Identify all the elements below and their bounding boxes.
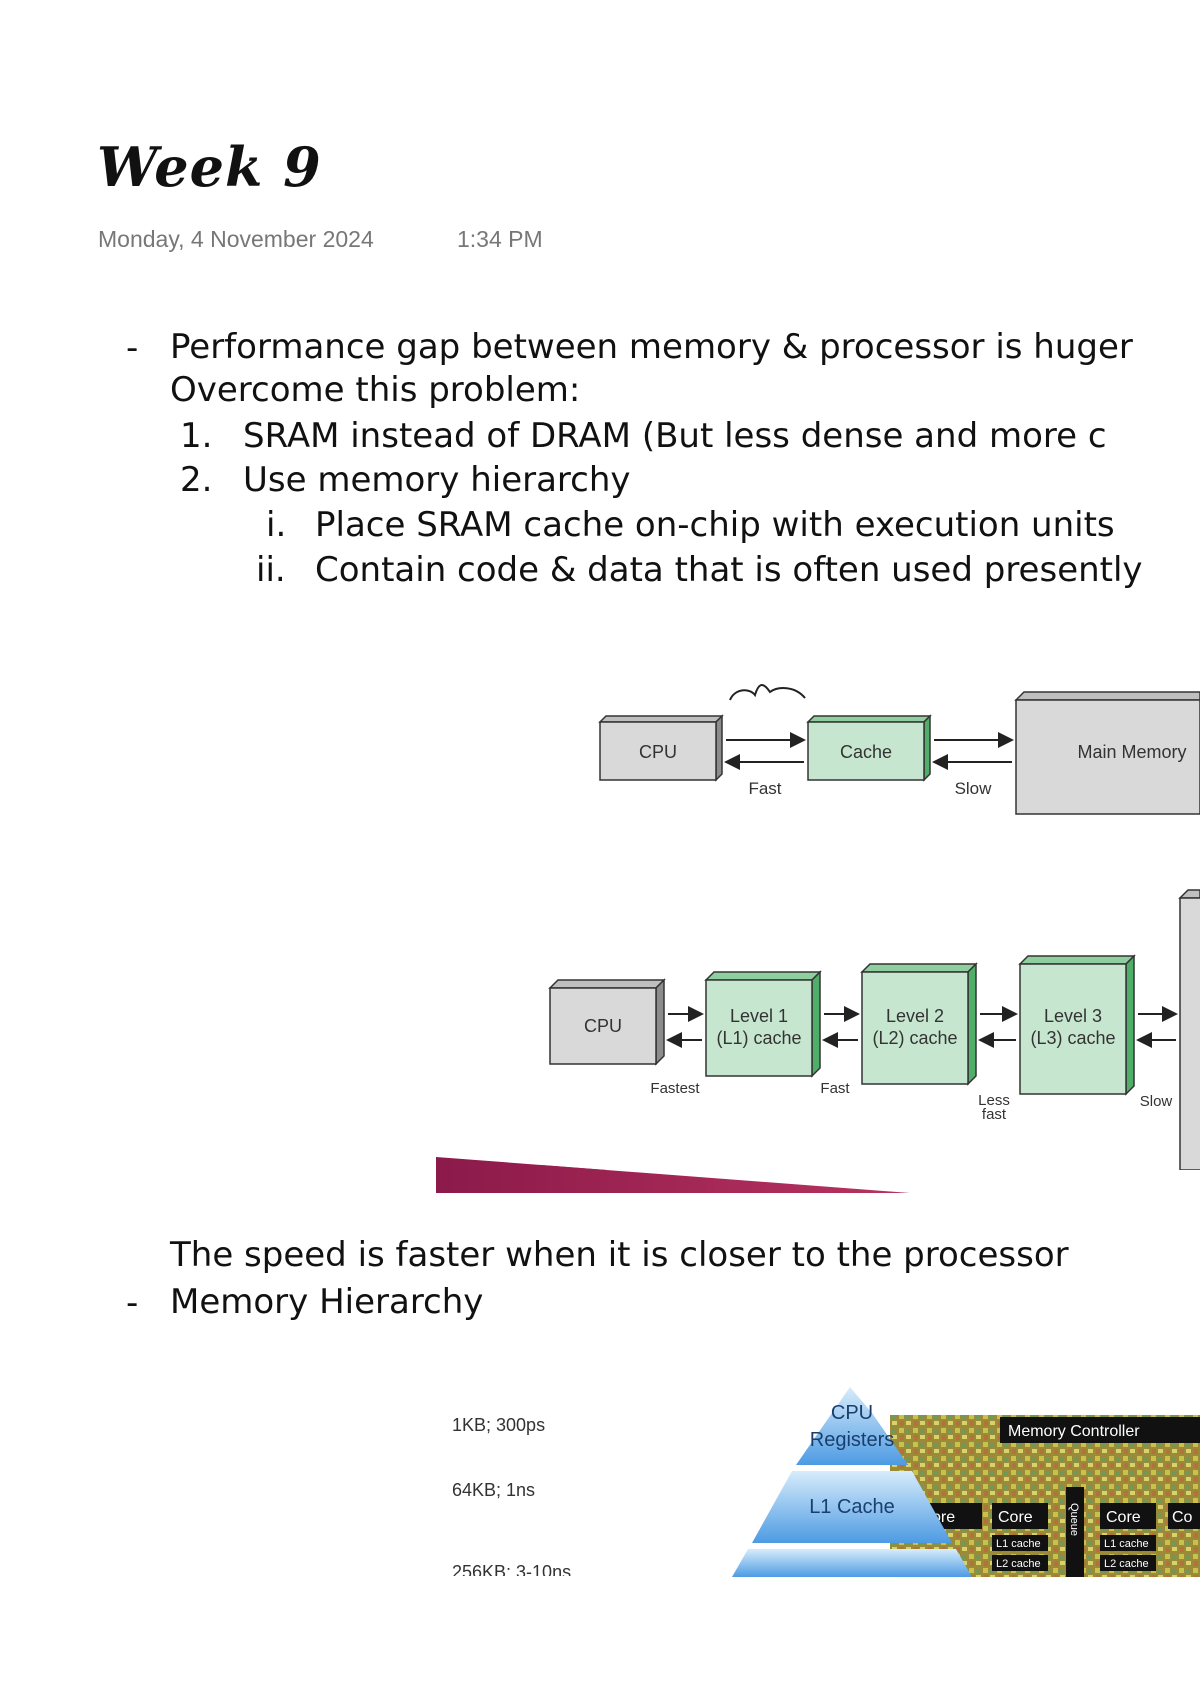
l2-label-line1: Level 2: [886, 1006, 944, 1026]
page-time: 1:34 PM: [457, 226, 543, 252]
pyramid-label-cpu: CPU: [831, 1402, 873, 1424]
l3-label-line2: (L3) cache: [1030, 1028, 1115, 1048]
memory-hierarchy-figure: Memory Controller ore Core Core Co Queue…: [732, 1387, 1200, 1577]
fastest-label: Fastest: [650, 1080, 700, 1097]
l3-label-line1: Level 3: [1044, 1006, 1102, 1026]
l1-cache-die-label: L1 cache: [996, 1538, 1041, 1550]
memory-controller-label: Memory Controller: [1008, 1423, 1140, 1440]
main-memory-box-2: [1178, 889, 1200, 1170]
note-line-overcome: Overcome this problem:: [170, 370, 581, 410]
queue-label: Queue: [1068, 1503, 1080, 1536]
main-memory-box: Main Memory: [1014, 691, 1200, 815]
memory-controller-block: [1000, 1417, 1200, 1443]
note-line-performance: Performance gap between memory & process…: [170, 327, 1133, 367]
pyramid-tier-registers: [796, 1387, 908, 1465]
bullet-marker-2: -: [126, 1283, 139, 1323]
list-item-sram: SRAM instead of DRAM (But less dense and…: [243, 416, 1107, 456]
less-label: Less: [978, 1092, 1010, 1109]
l2-cache-box: Level 2 (L2) cache: [860, 962, 978, 1086]
list-item-hierarchy: Use memory hierarchy: [243, 460, 631, 500]
fast-label: Fast: [748, 779, 781, 798]
cache-box: Cache: [806, 714, 932, 782]
queue-block: [1066, 1487, 1084, 1577]
sublist-item-contain-code: Contain code & data that is often used p…: [315, 550, 1143, 590]
cpu-box-2: CPU: [548, 978, 666, 1066]
core-label-d: Co: [1172, 1509, 1193, 1526]
l1-cache-box: Level 1 (L1) cache: [704, 970, 822, 1078]
cpu-label-2: CPU: [584, 1016, 622, 1036]
page-title: Week 9: [97, 135, 322, 199]
slow-label: Slow: [955, 779, 993, 798]
l1-label-line1: Level 1: [730, 1006, 788, 1026]
l3-cache-box: Level 3 (L3) cache: [1018, 954, 1136, 1096]
main-memory-label: Main Memory: [1077, 742, 1186, 762]
list-number-1: 1.: [180, 416, 213, 456]
hierarchy-row-l1: 64KB; 1ns: [452, 1480, 536, 1500]
core-label-b: Core: [998, 1509, 1033, 1526]
slow-label-2: Slow: [1140, 1093, 1173, 1110]
sublist-item-place-sram: Place SRAM cache on-chip with execution …: [315, 505, 1115, 545]
multilevel-cache-diagram: CPU Level 1 (L1) cache Level 2 (L2) cach…: [540, 889, 1200, 1170]
bullet-marker: -: [126, 328, 139, 368]
l2-label-line2: (L2) cache: [872, 1028, 957, 1048]
core-label-c: Core: [1106, 1509, 1141, 1526]
pyramid-tier-l2: [732, 1549, 972, 1577]
l2-cache-die-label: L2 cache: [996, 1558, 1041, 1570]
speed-gradient-wedge: [436, 1157, 910, 1193]
cpu-label: CPU: [639, 742, 677, 762]
cache-diagram: CPU Cache Main Memory Fast Slow: [598, 684, 1200, 815]
page-date: Monday, 4 November 2024: [98, 226, 374, 252]
list-number-2: 2.: [180, 460, 213, 500]
fast-label-2: Fast: [820, 1080, 850, 1097]
l2-cache-die-label-2: L2 cache: [1104, 1558, 1149, 1570]
speed-note: The speed is faster when it is closer to…: [170, 1235, 1069, 1275]
pyramid-label-registers: Registers: [810, 1429, 894, 1451]
l1-label-line2: (L1) cache: [716, 1028, 801, 1048]
less-fast-label: fast: [982, 1106, 1007, 1123]
note-line-memory-hierarchy: Memory Hierarchy: [170, 1282, 484, 1322]
hierarchy-row-registers: 1KB; 300ps: [452, 1415, 546, 1435]
hierarchy-row-l2: 256KB; 3-10ns: [452, 1562, 572, 1576]
l1-cache-die-label-2: L1 cache: [1104, 1538, 1149, 1550]
pyramid-label-l1: L1 Cache: [809, 1496, 895, 1518]
sublist-number-i: i.: [266, 505, 287, 545]
cpu-box: CPU: [598, 714, 724, 782]
handwritten-brace-icon: [729, 684, 806, 701]
cache-label: Cache: [840, 742, 892, 762]
pyramid-tier-l1: [752, 1471, 952, 1543]
sublist-number-ii: ii.: [256, 550, 286, 590]
